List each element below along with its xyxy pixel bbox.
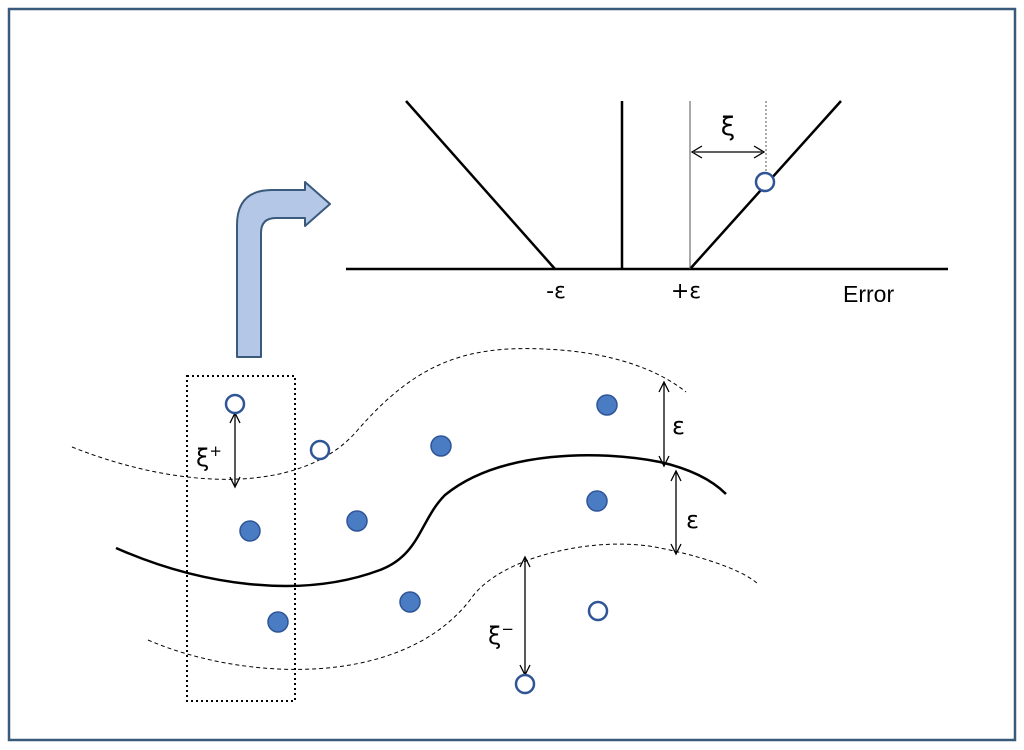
- label-neg-epsilon: -ε: [546, 279, 566, 304]
- upper-tube-boundary: [71, 348, 687, 480]
- loss-function-plot: ξ -ε +ε Error: [346, 100, 948, 307]
- regression-tube: [71, 348, 759, 670]
- filled-data-point: [267, 611, 289, 633]
- loss-left-branch: [405, 100, 556, 270]
- epsilon-upper-arrow: [658, 380, 670, 468]
- filled-data-point: [596, 394, 618, 416]
- inside-tube-points: [239, 394, 618, 633]
- label-xi-loss: ξ: [721, 112, 736, 142]
- open-data-point: [309, 439, 331, 461]
- label-error: Error: [843, 281, 894, 307]
- regression-function: [115, 454, 727, 588]
- open-data-point: [224, 393, 246, 415]
- xi-minus-arrow: [519, 555, 531, 677]
- lower-tube-boundary: [147, 543, 759, 670]
- open-data-point: [514, 673, 536, 695]
- xi-double-arrow: [690, 145, 766, 159]
- bent-arrow-icon: [236, 181, 331, 358]
- xi-plus-arrow: [229, 411, 241, 489]
- open-data-point: [587, 600, 609, 622]
- loss-outlier-point: [754, 171, 776, 193]
- filled-data-point: [346, 510, 368, 532]
- filled-data-point: [239, 520, 261, 542]
- label-xi-minus: ξ−: [488, 620, 514, 650]
- label-epsilon-lower: ε: [686, 506, 699, 534]
- label-pos-epsilon: +ε: [671, 279, 701, 304]
- filled-data-point: [430, 435, 452, 457]
- label-xi-plus: ξ+: [196, 442, 222, 472]
- epsilon-lower-arrow: [670, 469, 682, 556]
- outside-tube-points: [224, 393, 609, 695]
- filled-data-point: [399, 591, 421, 613]
- zoom-selection-box: [186, 375, 296, 702]
- filled-data-point: [586, 490, 608, 512]
- frame-border: [7, 7, 1017, 742]
- label-epsilon-upper: ε: [672, 412, 685, 440]
